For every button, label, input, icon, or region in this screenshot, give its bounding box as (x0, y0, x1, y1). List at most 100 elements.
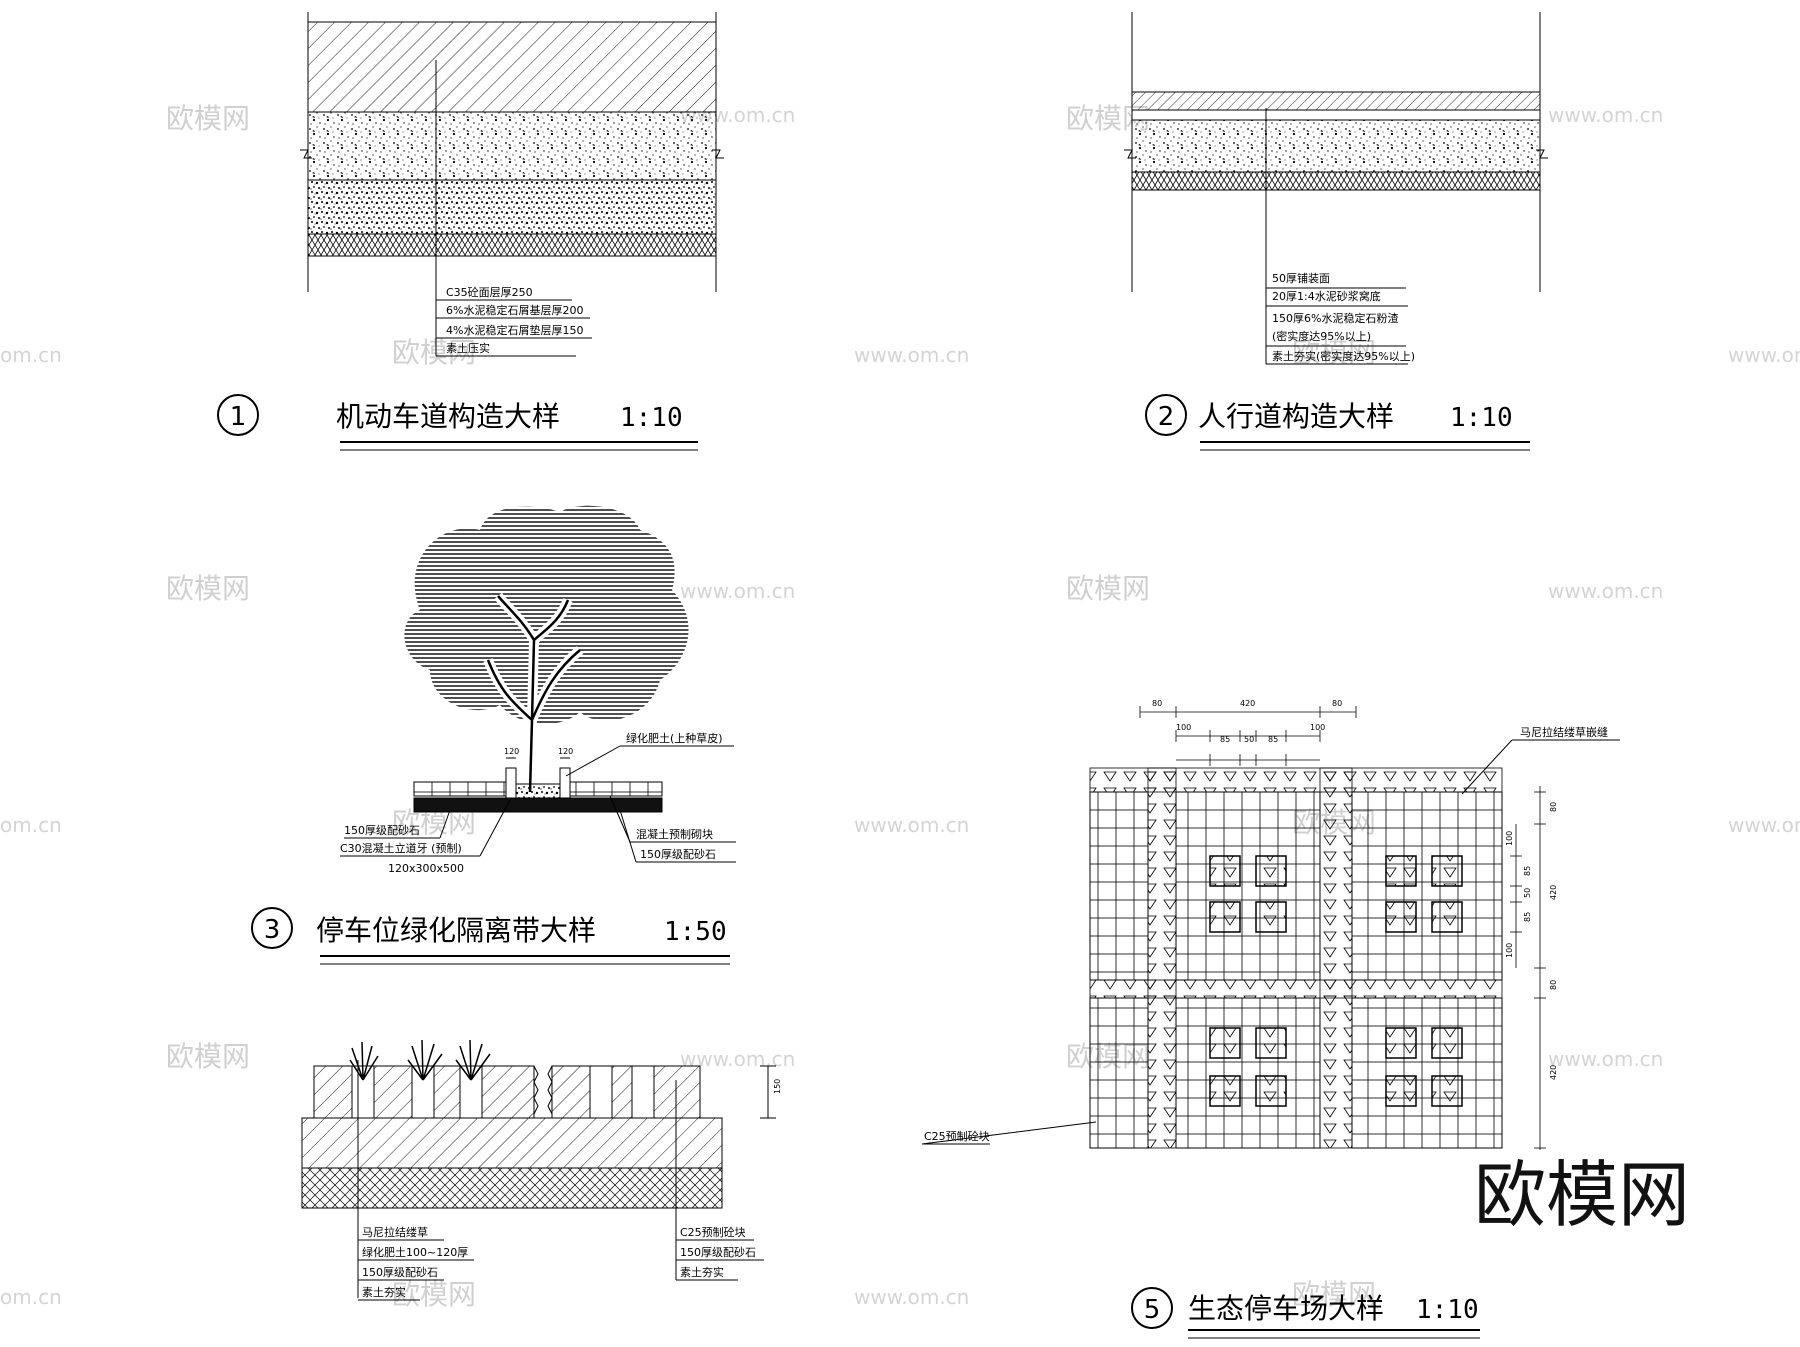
detail-number: 3 (264, 915, 281, 945)
label-gravel-right: 150厚级配砂石 (640, 848, 716, 861)
grass-band-vertical-left (1147, 767, 1177, 1149)
detail-scale: 1:50 (664, 917, 727, 947)
label-compacted: 素土夯实 (362, 1285, 406, 1299)
break-mark-left (300, 149, 312, 159)
label-base: 6%水泥稳定石屑基层厚200 (446, 303, 583, 317)
detail-number: 1 (230, 402, 247, 432)
base-layer (307, 111, 717, 181)
watermark-url: www.om.cn (854, 813, 969, 837)
watermark-url: www.om.cn (1548, 1047, 1663, 1071)
break-mark-right (712, 149, 724, 159)
paver-block-2 (1175, 791, 1321, 981)
label-gravel: 150厚级配砂石 (680, 1246, 756, 1259)
dim-top-85-left: 85 (1220, 735, 1230, 744)
paving-left (413, 781, 507, 797)
label-soil: 素土压实 (446, 341, 490, 355)
dim-right-420-bottom: 420 (1549, 1065, 1558, 1080)
paving-right (569, 781, 663, 797)
watermark-url: om.cn (0, 343, 62, 367)
detail-4-section: 150 马尼拉结缕草 绿化肥土100~120厚 150厚级配砂石 素土夯实 C2… (301, 1039, 782, 1301)
concrete-surface-layer (307, 21, 717, 113)
tree-illustration (404, 505, 689, 793)
gravel-layer (301, 1167, 723, 1209)
gravel-base (413, 797, 663, 813)
tree-canopy (404, 505, 689, 725)
planting-strip: 120 120 (413, 747, 663, 813)
watermark-url: www.om.cn (680, 579, 795, 603)
dim-right-100-bottom: 100 (1505, 943, 1514, 958)
detail-scale: 1:10 (620, 403, 683, 433)
label-compacted: 素土夯实 (680, 1265, 724, 1279)
watermark-url: www.om.cn (854, 343, 969, 367)
label-cushion: 4%水泥稳定石屑垫层厚150 (446, 323, 583, 337)
dim-right-420-top: 420 (1549, 885, 1558, 900)
detail-scale: 1:10 (1450, 403, 1513, 433)
dim-top-85-right: 85 (1268, 735, 1278, 744)
right-label-list: C25预制砼块 150厚级配砂石 素土夯实 (676, 1226, 764, 1281)
watermark-text: 欧模网 (166, 1040, 250, 1073)
label-precast-block: C25预制砼块 (680, 1226, 746, 1239)
label-precast-block: 混凝土预制砌块 (636, 827, 713, 841)
planting-soil (515, 783, 561, 799)
cushion-layer (307, 179, 717, 235)
dim-top-80-right: 80 (1332, 699, 1342, 708)
break-mark-right (1536, 149, 1548, 159)
label-mortar: 20厚1:4水泥砂浆窝底 (1272, 289, 1381, 303)
dim-right-80-top: 80 (1549, 802, 1558, 812)
stone-powder-layer (1131, 119, 1541, 173)
detail-3-section: 120 120 绿化肥土(上种草皮) 混凝土预制砌块 150厚级配砂石 150厚… (251, 505, 736, 965)
curb-right (559, 767, 571, 799)
paving-layer (1131, 91, 1541, 111)
label-soil: 素土夯实(密实度达95%以上) (1272, 349, 1415, 363)
watermark-text: 欧模网 (166, 572, 250, 605)
paver-block-4 (1089, 997, 1149, 1149)
paver-block-3 (1351, 791, 1503, 981)
watermark-url: www.om.cn (1728, 343, 1800, 367)
left-label-list: 马尼拉结缕草 绿化肥土100~120厚 150厚级配砂石 素土夯实 (358, 1225, 474, 1301)
grass-band-vertical-right (1319, 767, 1353, 1149)
watermark-url: om.cn (0, 813, 62, 837)
dim-right-85-top: 85 (1523, 866, 1532, 876)
dim-top-100-left: 100 (1176, 723, 1191, 732)
precast-blocks-row (313, 1065, 701, 1119)
detail-number: 5 (1144, 1295, 1161, 1325)
dim-right-85-bottom: 85 (1523, 912, 1532, 922)
detail-number: 2 (1158, 402, 1175, 432)
block-height-dim: 150 (773, 1079, 782, 1094)
label-curb: C30混凝土立道牙 (预制) (340, 841, 462, 855)
paver-grid (1089, 767, 1503, 1149)
dim-top-100-right: 100 (1310, 723, 1325, 732)
detail-5-plan: 80 420 80 100 100 85 50 85 (921, 699, 1620, 1339)
detail-number-circle (217, 394, 259, 436)
label-grass-joint: 马尼拉结缕草嵌缝 (1520, 725, 1608, 739)
detail-title: 机动车道构造大样 (336, 400, 560, 433)
watermark-url: om.cn (0, 1285, 62, 1309)
layer-label-list: C35砼面层厚250 6%水泥稳定石屑基层厚200 4%水泥稳定石屑垫层厚150… (436, 286, 592, 357)
watermark-url: www.om.cn (1548, 103, 1663, 127)
dim-top-420: 420 (1240, 699, 1255, 708)
dim-right-80-bottom: 80 (1549, 980, 1558, 990)
paver-block-5 (1175, 997, 1321, 1149)
label-stone-powder: 150厚6%水泥稳定石粉渣 (1272, 311, 1398, 325)
dim-right-100-top: 100 (1505, 831, 1514, 846)
label-paving: 50厚铺装面 (1272, 272, 1330, 285)
tree-trunk-outline (486, 595, 581, 793)
right-dimensions (1510, 786, 1546, 1150)
label-planting-soil: 绿化肥土(上种草皮) (626, 731, 723, 745)
mortar-layer (1131, 109, 1541, 121)
break-mark-left (1124, 149, 1136, 159)
watermark-url: www.om.cn (1548, 579, 1663, 603)
detail-3-labels: 绿化肥土(上种草皮) 混凝土预制砌块 150厚级配砂石 150厚级配砂石 C30… (340, 731, 736, 875)
compacted-soil-layer (307, 233, 717, 257)
label-density: (密实度达95%以上) (1272, 329, 1371, 343)
watermark-text: 欧模网 (1066, 572, 1150, 605)
label-gravel-left: 150厚级配砂石 (344, 824, 420, 837)
planting-soil-layer (301, 1117, 723, 1169)
dim-top-50: 50 (1244, 735, 1254, 744)
watermark-text: 欧模网 (392, 336, 476, 369)
compacted-soil-layer (1131, 171, 1541, 191)
curb-width-dim-right: 120 (558, 747, 573, 756)
watermark-layer: 欧模网欧模网欧模网欧模网欧模网欧模网欧模网欧模网欧模网欧模网欧模网欧模网www.… (0, 102, 1800, 1311)
detail-title: 生态停车场大样 (1188, 1292, 1384, 1325)
